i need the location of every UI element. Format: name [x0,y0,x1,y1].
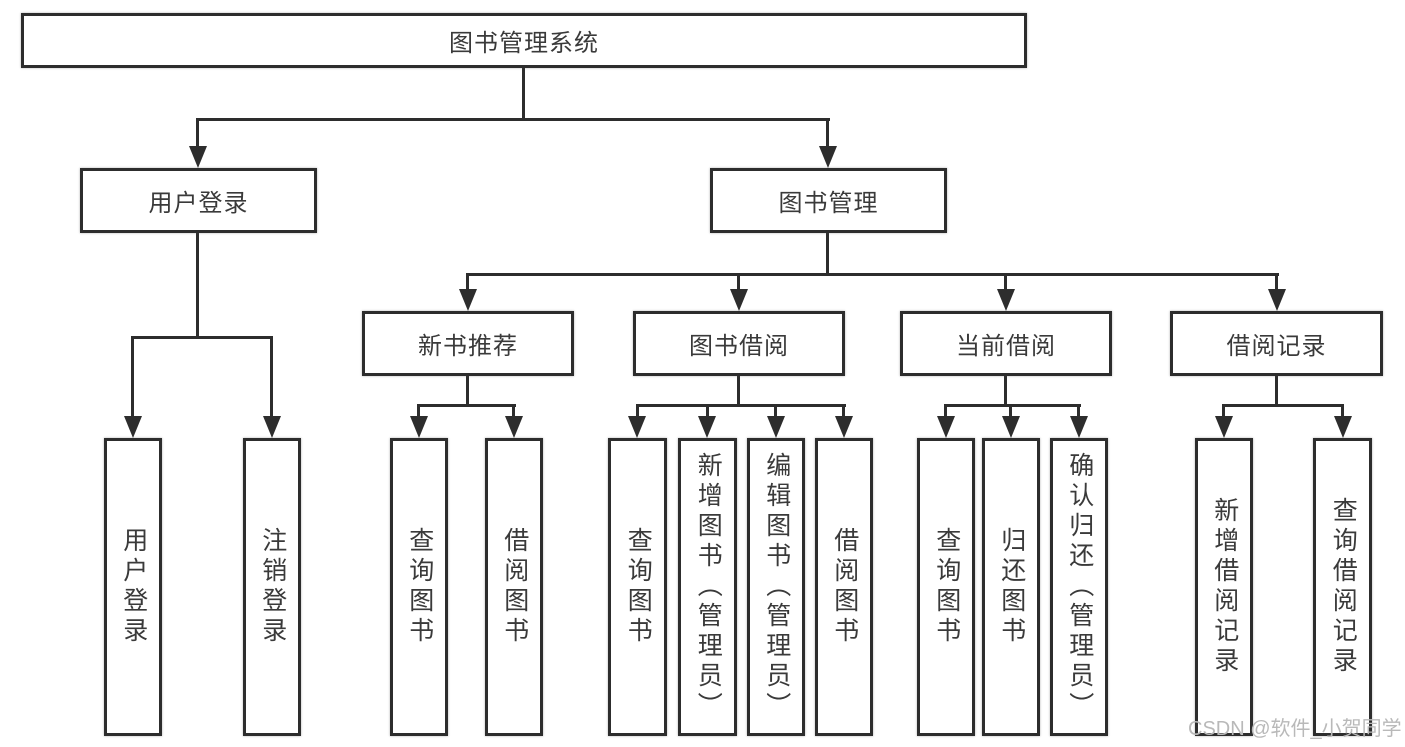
leaf-borrow-book-newrec: 借阅图书 [485,438,543,736]
connector-new-book-drop [466,273,469,291]
csdn-watermark: CSDN @软件_小贺同学 [1188,718,1402,740]
node-book-borrowing: 图书借阅 [633,311,845,376]
arrow-down-icon [1268,289,1286,311]
connector-book-mgmt-bar [466,273,1279,276]
connector-user-login-drop [196,118,199,148]
arrow-down-icon [505,416,523,438]
connector-leaf-drop [1009,404,1012,418]
arrow-down-icon [767,416,785,438]
connector-current-bar [944,404,1081,407]
arrow-down-icon [1215,416,1233,438]
connector-root-stem [522,68,525,118]
connector-leaf-drop [774,404,777,418]
arrow-down-icon [189,146,207,168]
connector-borrow-drop [737,273,740,291]
connector-records-bar [1222,404,1344,407]
connector-new-book-stem [466,376,469,407]
leaf-add-borrow-record: 新增借阅记录 [1195,438,1253,736]
arrow-down-icon [997,289,1015,311]
arrow-down-icon [698,416,716,438]
leaf-edit-book-admin: 编辑图书（管理员） [747,438,805,736]
connector-user-login-stem [196,233,199,336]
leaf-label: 确认归还（管理员） [1065,452,1094,722]
connector-book-mgmt-drop [826,118,829,148]
leaf-user-login: 用户登录 [104,438,162,736]
arrow-down-icon [124,416,142,438]
connector-leaf-drop [636,404,639,418]
connector-records-drop [1275,273,1278,291]
leaf-query-book-newrec: 查询图书 [390,438,448,736]
connector-leaf-drop [842,404,845,418]
node-current-borrowing: 当前借阅 [900,311,1112,376]
leaf-logout: 注销登录 [243,438,301,736]
connector-leaf-drop [1077,404,1080,418]
node-library-system: 图书管理系统 [21,13,1027,68]
arrow-down-icon [410,416,428,438]
node-new-book-recommend: 新书推荐 [362,311,574,376]
arrow-down-icon [937,416,955,438]
leaf-return-book: 归还图书 [982,438,1040,736]
leaf-label: 查询图书 [405,527,434,647]
arrow-down-icon [628,416,646,438]
leaf-label: 注销登录 [258,527,287,647]
leaf-label: 新增借阅记录 [1210,497,1239,677]
connector-root-bar [196,118,830,121]
leaf-label: 编辑图书（管理员） [762,452,791,722]
connector-leaf-drop [1222,404,1225,418]
leaf-add-book-admin: 新增图书（管理员） [678,438,737,736]
connector-book-mgmt-stem [826,233,829,276]
connector-new-book-bar [417,404,516,407]
connector-current-stem [1004,376,1007,407]
leaf-label: 查询图书 [624,527,653,647]
node-borrowing-records: 借阅记录 [1170,311,1383,376]
arrow-down-icon [730,289,748,311]
node-user-login: 用户登录 [80,168,317,233]
leaf-confirm-return-admin: 确认归还（管理员） [1050,438,1108,736]
connector-leaf-drop [417,404,420,418]
leaf-query-book-borrow: 查询图书 [608,438,667,736]
connector-borrow-stem [737,376,740,407]
leaf-borrow-book-borrow: 借阅图书 [815,438,873,736]
arrow-down-icon [1334,416,1352,438]
connector-leaf-drop [131,336,134,418]
arrow-down-icon [835,416,853,438]
arrow-down-icon [1070,416,1088,438]
connector-leaf-drop [512,404,515,418]
connector-user-login-bar [131,336,273,339]
leaf-query-borrow-record: 查询借阅记录 [1313,438,1372,736]
connector-leaf-drop [706,404,709,418]
leaf-label: 借阅图书 [500,527,529,647]
node-book-management: 图书管理 [710,168,947,233]
arrow-down-icon [263,416,281,438]
arrow-down-icon [459,289,477,311]
connector-leaf-drop [1341,404,1344,418]
connector-borrow-bar [636,404,846,407]
arrow-down-icon [1002,416,1020,438]
connector-leaf-drop [270,336,273,418]
leaf-label: 查询图书 [932,527,961,647]
leaf-label: 新增图书（管理员） [694,452,723,722]
leaf-label: 归还图书 [997,527,1026,647]
connector-records-stem [1275,376,1278,407]
connector-current-drop [1004,273,1007,291]
leaf-query-book-current: 查询图书 [917,438,975,736]
leaf-label: 查询借阅记录 [1329,497,1358,677]
connector-leaf-drop [944,404,947,418]
leaf-label: 借阅图书 [830,527,859,647]
arrow-down-icon [819,146,837,168]
leaf-label: 用户登录 [119,527,148,647]
